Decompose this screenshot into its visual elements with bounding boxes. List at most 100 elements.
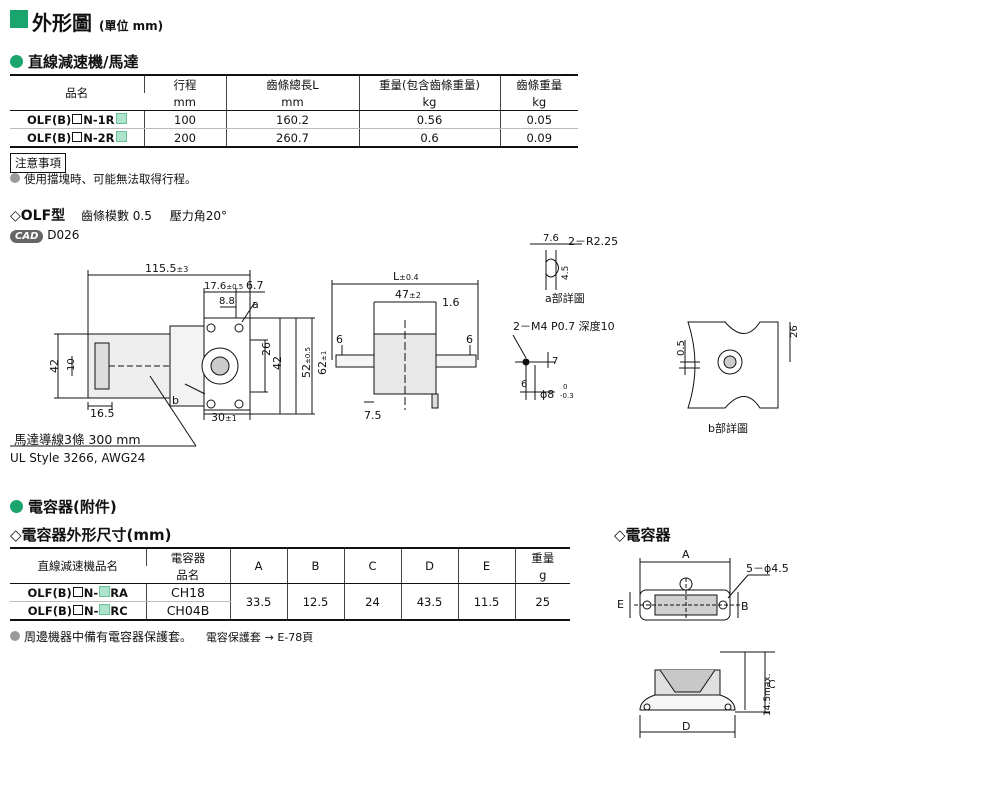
table-row: OLF(B)N-RA CH18 33.5 12.5 24 43.5 11.5 2…	[10, 583, 570, 621]
model-suffix: RA	[110, 585, 128, 600]
b-dim-0-5: 0.5	[676, 340, 687, 356]
section-linear-heading-text: 直線減速機/馬達	[28, 53, 139, 71]
spec-cell-rack: 0.09	[499, 128, 578, 148]
dim-7-5: 7.5	[364, 409, 382, 422]
dim-6-right: 6	[466, 333, 473, 346]
label-a: a	[252, 298, 259, 311]
cap-header-B: B	[286, 547, 344, 584]
capacitor-note: 周邊機器中備有電容器保護套。 電容保護套 → E-78頁	[10, 628, 313, 645]
dim-L: L±0.4	[393, 270, 419, 283]
blank-green-square-icon	[99, 585, 111, 597]
cap-header-row-2: 品名 g	[10, 566, 570, 584]
spec-header-name: 品名	[10, 74, 144, 111]
dim-42-right: 42	[271, 356, 284, 370]
gray-bullet-icon	[10, 631, 20, 641]
cap-cell-weight: 25	[514, 583, 570, 621]
model-prefix: OLF(B)	[26, 112, 72, 127]
b-dim-26: 26	[789, 325, 800, 338]
dim-16-5: 16.5	[90, 407, 115, 420]
blank-green-square-icon	[115, 112, 127, 124]
outline-drawing: 115.5±3 17.6±0.5 6.7 8.8 a b 42 10 26 42…	[10, 233, 800, 465]
note-label: 注意事項	[10, 153, 66, 173]
spec-table: 品名 行程 齒條總長L 重量(包含齒條重量) 齒條重量 mm mm kg kg …	[10, 74, 578, 148]
cad-badge: CAD	[10, 230, 44, 243]
cap-header-C: C	[343, 547, 401, 584]
cap-model-cell: OLF(B)N-RA	[10, 583, 146, 602]
cap-holes-label: 5－ϕ4.5	[746, 562, 789, 575]
section-capacitor-heading-text: 電容器(附件)	[28, 498, 117, 516]
ul-style-label: UL Style 3266, AWG24	[10, 451, 145, 465]
dim-115: 115.5±3	[145, 262, 188, 275]
cap-name-cell: CH18	[145, 583, 230, 602]
model-label: ◇OLF型	[10, 208, 66, 224]
page-title: 外形圖 (單位 mm)	[32, 7, 163, 36]
green-bullet-icon	[10, 55, 23, 68]
note-box: 注意事項	[10, 152, 66, 173]
spec-cell-stroke: 100	[143, 110, 226, 129]
label-b: b	[172, 394, 179, 407]
motor-wire-label: 馬達導線3條 300 mm	[14, 432, 141, 447]
section-linear-heading: 直線減速機/馬達	[10, 51, 138, 72]
spec-cell-weight: 0.6	[358, 128, 500, 148]
cap-name-cell: CH04B	[145, 601, 230, 621]
capacitor-note-text: 周邊機器中備有電容器保護套。	[24, 630, 193, 644]
capacitor-dim-subheading: ◇電容器外形尺寸(mm)	[10, 524, 172, 545]
note-text: 使用擋塊時、可能無法取得行程。	[10, 171, 197, 187]
spec-model-cell: OLF(B)N-2R	[10, 128, 144, 148]
capacitor-cover-link[interactable]: → E-78頁	[264, 631, 314, 644]
dim-1-6: 1.6	[442, 296, 460, 309]
spec-unit-rack: kg	[499, 93, 578, 111]
blank-square-icon	[72, 586, 83, 597]
blank-square-icon	[72, 113, 83, 124]
dim-8-8: 8.8	[219, 296, 235, 307]
dim-62: 62±1	[316, 351, 329, 375]
spec-header-weight: 重量(包含齒條重量)	[358, 74, 500, 93]
capacitor-drawing-heading: ◇電容器	[614, 524, 671, 545]
spec-header-row-1: 品名 行程 齒條總長L 重量(包含齒條重量) 齒條重量	[10, 74, 578, 111]
cap-header-cap-name: 品名	[146, 566, 230, 584]
blank-square-icon	[72, 131, 83, 142]
cap-dim-C: C	[768, 678, 776, 691]
model-module: 齒條模數 0.5	[80, 209, 152, 223]
spec-header-length: 齒條總長L	[225, 74, 359, 93]
model-prefix: OLF(B)	[27, 603, 73, 618]
gray-bullet-icon	[10, 173, 20, 183]
cap-header-cap: 電容器	[145, 547, 230, 566]
spec-unit-stroke: mm	[144, 93, 226, 111]
cap-dim-D: D	[682, 720, 690, 733]
spec-unit-weight: kg	[358, 93, 500, 111]
table-row: OLF(B)N-RC CH04B	[10, 601, 570, 621]
cad-code: D026	[47, 228, 80, 242]
spec-header-stroke: 行程	[143, 74, 226, 93]
cap-header-D: D	[400, 547, 458, 584]
spec-unit-length: mm	[225, 93, 359, 111]
cap-header-weight-unit: g	[514, 566, 570, 584]
a-dim-4-5: 4.5	[561, 266, 571, 280]
spec-header-row-2: mm mm kg kg	[10, 93, 578, 111]
model-suffix: N-1R	[83, 112, 115, 127]
spec-header-rack: 齒條重量	[499, 74, 578, 93]
blank-green-square-icon	[99, 603, 111, 615]
m4-tol-down: -0.3	[560, 392, 574, 400]
cap-cell-B: 12.5	[286, 583, 344, 621]
cap-header-row: 直線減速機品名 電容器 A B C D E 重量	[10, 547, 570, 584]
note-text-content: 使用擋塊時、可能無法取得行程。	[24, 172, 197, 186]
dim-52: 52±0.5	[300, 347, 313, 378]
capacitor-table: 直線減速機品名 電容器 A B C D E 重量 品名 g OLF(B)N-RA…	[10, 547, 570, 621]
cap-cell-D: 43.5	[400, 583, 458, 621]
cap-dim-max: 14.5max.	[763, 673, 773, 716]
spec-cell-length: 260.7	[225, 128, 359, 148]
a-radius: 2－R2.25	[568, 235, 618, 248]
model-prefix: OLF(B)	[27, 585, 72, 600]
title-square	[10, 10, 28, 28]
section-capacitor-heading: 電容器(附件)	[10, 496, 117, 517]
m4-label: 2－M4 P0.7 深度10	[513, 319, 615, 333]
capacitor-dim-subheading-text: ◇電容器外形尺寸(mm)	[10, 526, 172, 544]
m4-tol-up: 0	[563, 383, 567, 391]
model-prefix: OLF(B)	[26, 130, 72, 145]
m4-dim-7: 7	[552, 356, 558, 367]
cap-header-weight: 重量	[514, 547, 570, 566]
spec-cell-length: 160.2	[225, 110, 359, 129]
green-bullet-icon	[10, 500, 23, 513]
dim-42-left: 42	[48, 359, 61, 373]
